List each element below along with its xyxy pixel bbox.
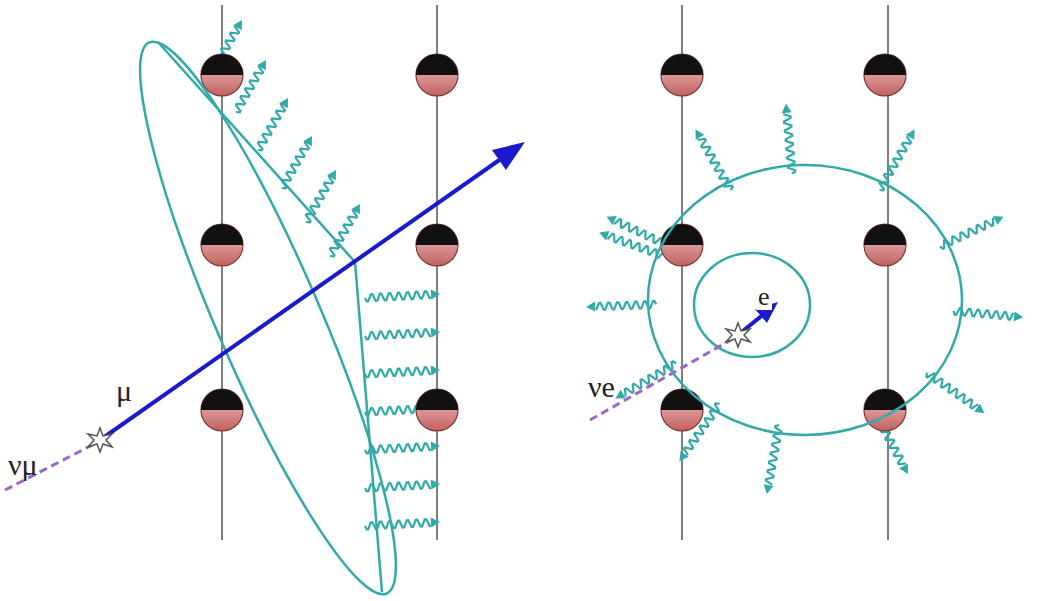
- photon-wave: [365, 519, 431, 529]
- photon-head: [327, 170, 336, 180]
- photon-head: [431, 517, 440, 527]
- photomultiplier: [661, 389, 703, 431]
- photon-head: [431, 327, 440, 337]
- photon-wave: [365, 481, 431, 491]
- photon-head: [993, 216, 1003, 225]
- particle-label: νμ: [8, 450, 38, 480]
- photomultiplier: [864, 389, 906, 431]
- photon-head: [599, 231, 609, 240]
- photon-head: [431, 289, 440, 299]
- photon-head: [351, 204, 360, 214]
- photon-wave: [365, 291, 431, 301]
- photon-head: [279, 98, 288, 108]
- photomultiplier: [416, 389, 458, 431]
- photon-head: [303, 136, 312, 146]
- photon-wave: [282, 142, 309, 188]
- photon-head: [607, 216, 617, 225]
- photon-head: [431, 479, 440, 489]
- neutrino-track: [5, 337, 736, 490]
- pmt-string: [222, 5, 888, 540]
- photomultiplier: [661, 54, 703, 96]
- lepton-track: [100, 142, 778, 440]
- photon-head: [586, 302, 595, 312]
- photon-head: [679, 451, 688, 461]
- photon-head: [906, 129, 915, 139]
- photon-wave: [365, 367, 431, 377]
- particle-label: e: [756, 284, 772, 310]
- photomultiplier: [201, 389, 243, 431]
- photon-head: [431, 365, 440, 375]
- cherenkov-ring: [102, 22, 962, 601]
- photomultiplier: [661, 224, 703, 266]
- photon-wave: [365, 329, 431, 339]
- photomultiplier: [201, 54, 243, 96]
- photon-head: [431, 441, 440, 451]
- photomultiplier: [416, 54, 458, 96]
- photon-head: [696, 129, 705, 139]
- photon-wave: [365, 443, 431, 453]
- photon-head: [782, 104, 792, 113]
- particle-label: μ: [116, 376, 132, 406]
- photomultiplier: [416, 224, 458, 266]
- particle-label: νe: [588, 372, 615, 402]
- pmt-group: [201, 54, 906, 431]
- photon-head: [615, 390, 625, 399]
- photomultiplier: [864, 224, 906, 266]
- photon-head: [899, 464, 908, 474]
- photon-head: [974, 404, 984, 413]
- photon-head: [257, 60, 266, 70]
- photomultiplier: [201, 224, 243, 266]
- photon-wave: [306, 176, 333, 222]
- photon-head: [233, 20, 242, 30]
- photomultiplier: [864, 54, 906, 96]
- photon-wave: [258, 104, 285, 150]
- photon-head: [1014, 311, 1023, 321]
- photon-head: [764, 484, 774, 494]
- vertex-star: [88, 323, 750, 452]
